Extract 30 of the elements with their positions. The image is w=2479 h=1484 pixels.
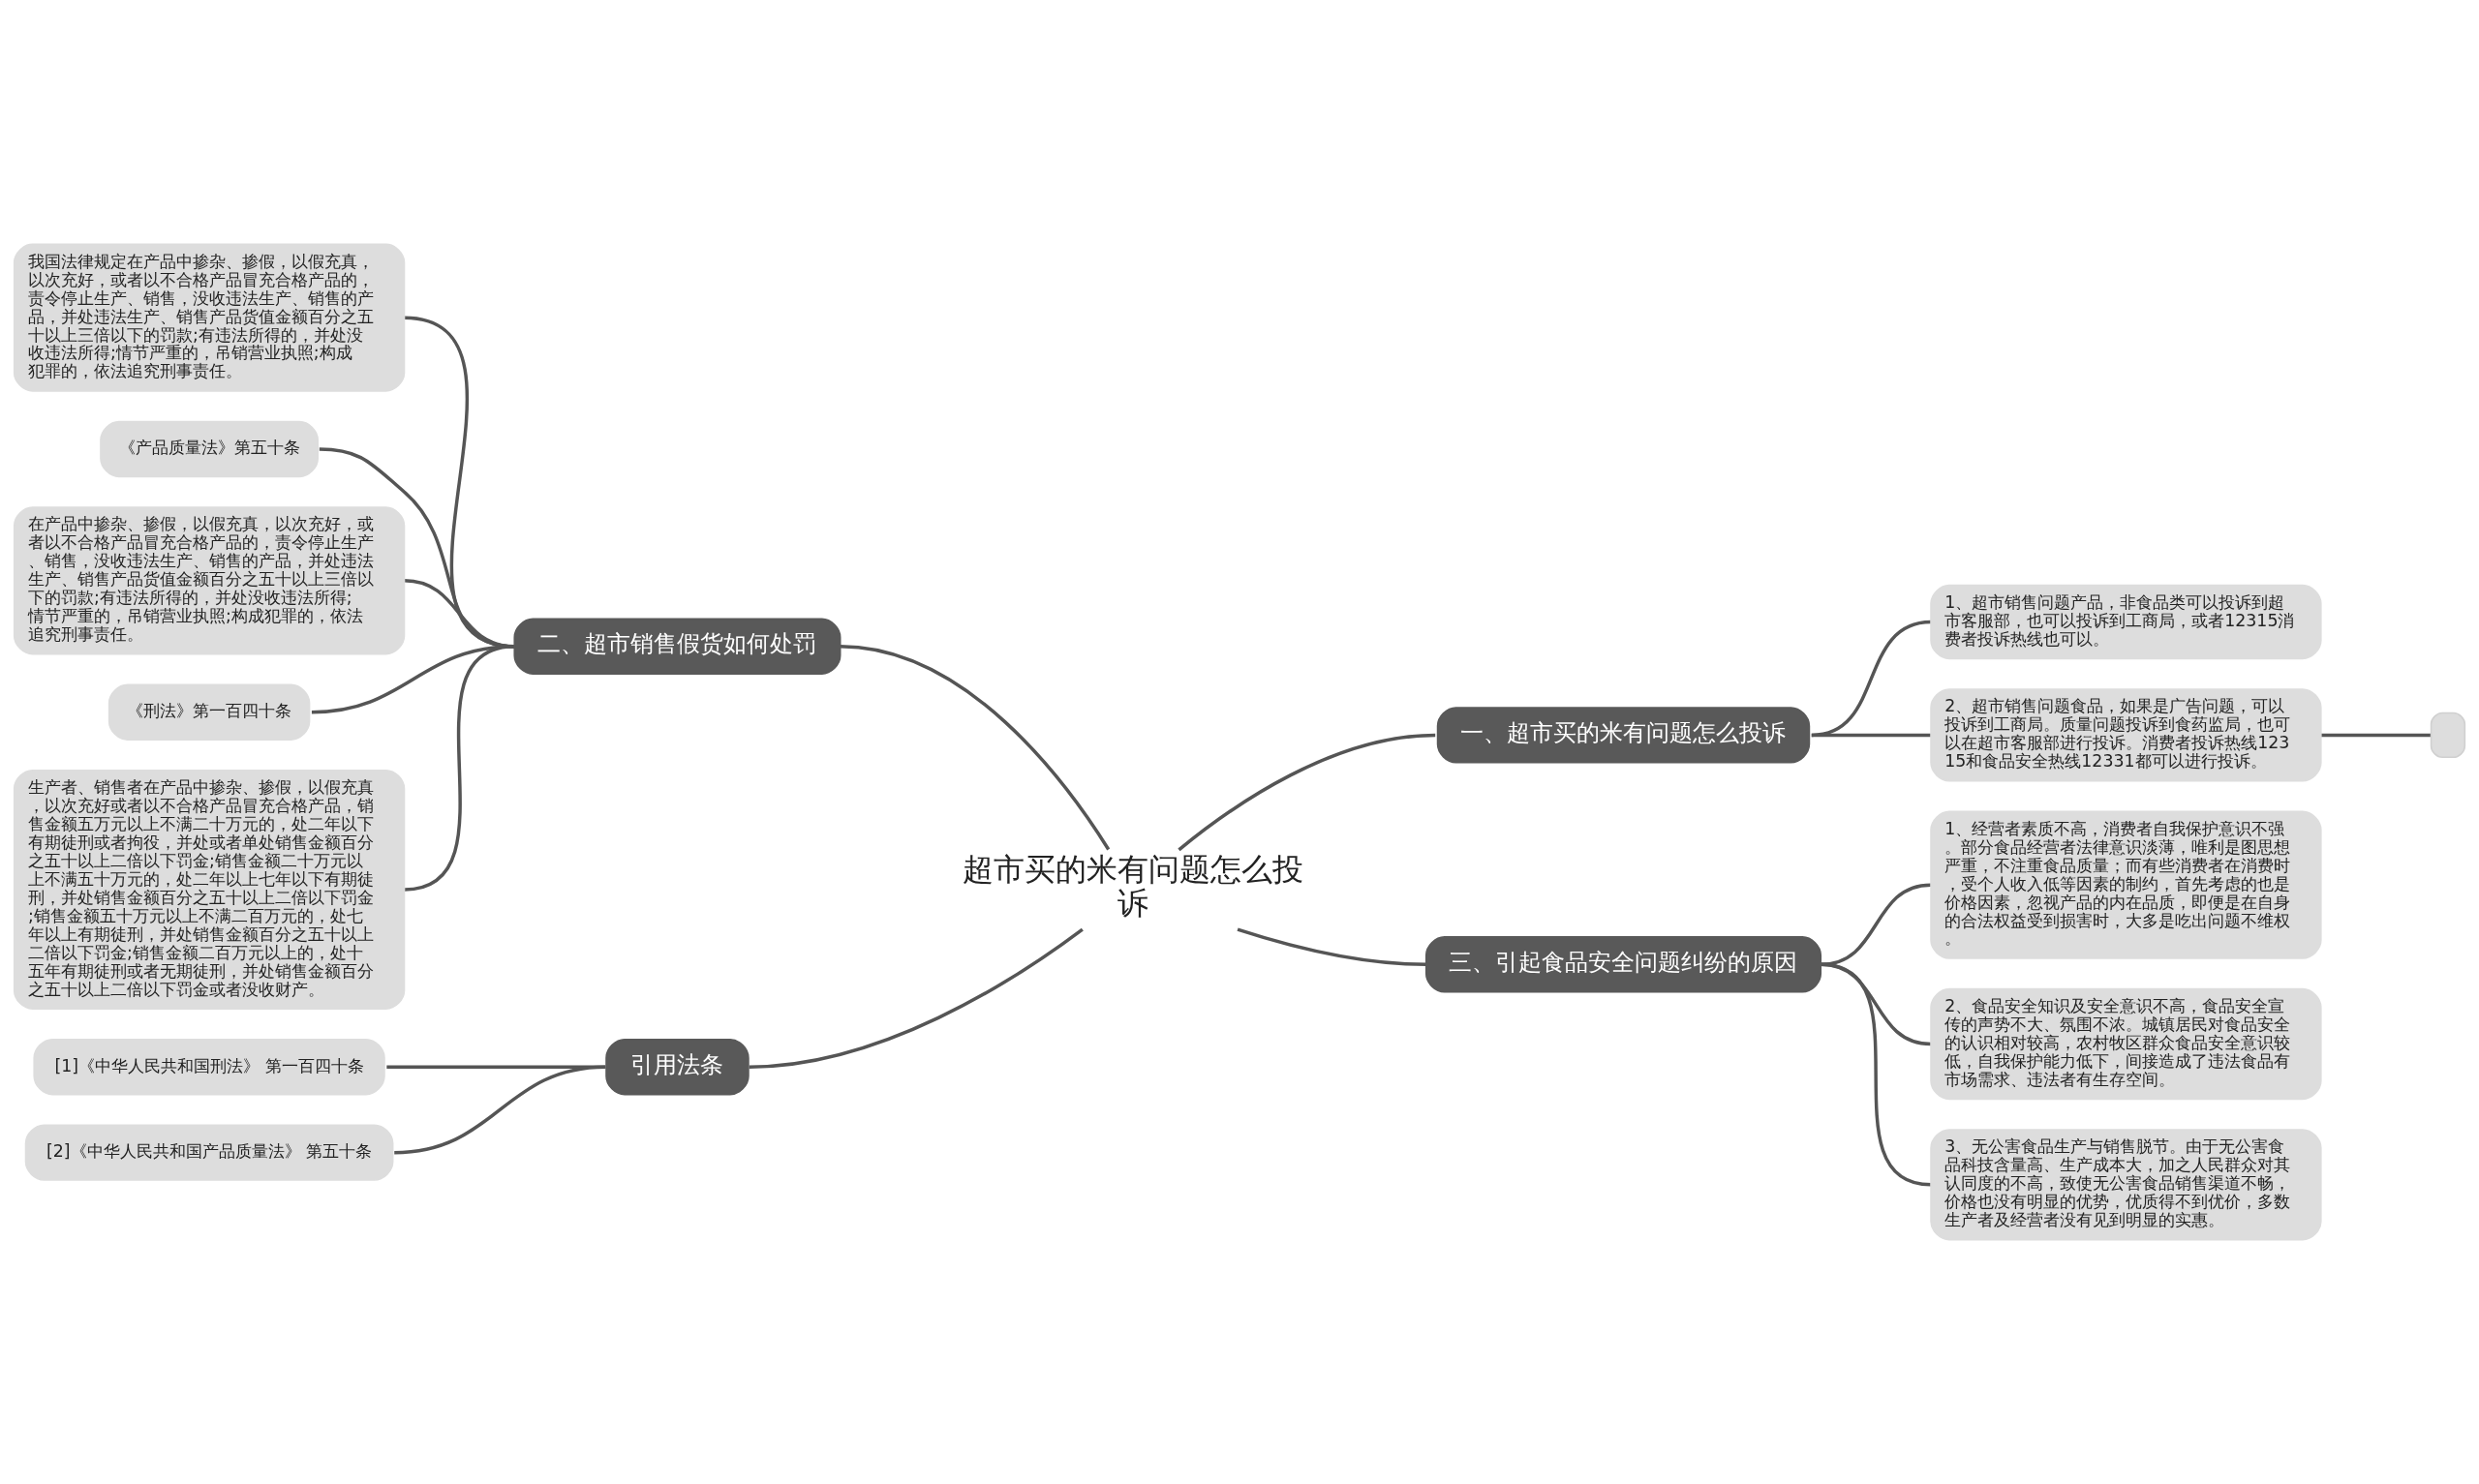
connector bbox=[1237, 927, 1426, 967]
node-box: 1、超市销售问题产品，非食品类可以投诉到超市客服部，也可以投诉到工商局，或者12315消费者投诉热线也可以。 bbox=[1930, 584, 2322, 660]
node-text: 超市买的米有问题怎么投诉 bbox=[963, 852, 1304, 922]
connector bbox=[2320, 733, 2432, 738]
node-box bbox=[2430, 712, 2466, 759]
connector bbox=[749, 927, 1084, 1069]
connector bbox=[394, 1065, 606, 1155]
connector bbox=[1811, 620, 1932, 738]
node-box: 引用法条 bbox=[605, 1038, 750, 1096]
connector bbox=[1178, 733, 1436, 852]
connector bbox=[840, 645, 1111, 851]
node-box: 一、超市买的米有问题怎么投诉 bbox=[1436, 707, 1811, 764]
node-box: 我国法律规定在产品中掺杂、掺假，以假充真，以次充好，或者以不合格产品冒充合格产品的，责令停止生产、销售，没收违法生产、销售的产品，并处违法生产、销售产品货值金额百分之五十以上三倍以下的罚款;有违法所得的，并处没收违法所得;情节严重的，吊销营业执照;构成犯罪的，依法追究刑事责任。 bbox=[13, 243, 406, 392]
connector bbox=[1820, 962, 1932, 1187]
node-box: 2、超市销售问题食品，如果是广告问题，可以投诉到工商局。质量问题投诉到食药监局，也可以在超市客服部进行投诉。消费者投诉热线12315和食品安全热线12331都可以进行投诉。 bbox=[1930, 688, 2322, 782]
connector bbox=[404, 645, 515, 892]
node-box: 3、无公害食品生产与销售脱节。由于无公害食品科技含量高、生产成本大，加之人民群众对其认同度的不高，致使无公害食品销售渠道不畅，价格也没有明显的优势，优质得不到优价，多数生产者及经营者没有见到明显的实惠。 bbox=[1930, 1129, 2322, 1241]
node-box: 二、超市销售假货如何处罚 bbox=[513, 618, 842, 675]
node-box: 1、经营者素质不高，消费者自我保护意识不强。部分食品经营者法律意识淡薄，唯利是图思想严重，不注重食品质量；而有些消费者在消费时，受个人收入低等因素的制约，首先考虑的也是价格因素，忽视产品的内在品质，即便是在自身的合法权益受到损害时，大多是吃出问题不维权。 bbox=[1930, 810, 2322, 959]
node-box: 《刑法》第一百四十条 bbox=[107, 683, 311, 741]
node-box: 《产品质量法》第五十条 bbox=[100, 420, 320, 478]
node-box: 2、食品安全知识及安全意识不高，食品安全宣传的声势不大、氛围不浓。城镇居民对食品安全的认识相对较高，农村牧区群众食品安全意识较低，自我保护能力低下，间接造成了违法食品有市场需求、违法者有生存空间。 bbox=[1930, 987, 2322, 1101]
connector bbox=[1821, 883, 1932, 967]
node-box: [2]《中华人民共和国产品质量法》 第五十条 bbox=[24, 1124, 394, 1181]
node-box: 生产者、销售者在产品中掺杂、掺假，以假充真，以次充好或者以不合格产品冒充合格产品，销售金额五万元以上不满二十万元的，处二年以下有期徒刑或者拘役，并处或者单处销售金额百分之五十以上二倍以下罚金;销售金额二十万元以上不满五十万元的，处二年以上七年以下有期徒刑，并处销售金额百分之五十以上二倍以下罚金;销售金额五十万元以上不满二百万元的，处七年以上有期徒刑，并处销售金额百分之五十以上二倍以下罚金;销售金额二百万元以上的，处十五年有期徒刑或者无期徒刑，并处销售金额百分之五十以上二倍以下罚金或者没收财产。 bbox=[13, 769, 406, 1010]
connector bbox=[1811, 733, 1931, 738]
node-box: [1]《中华人民共和国刑法》 第一百四十条 bbox=[33, 1038, 385, 1096]
connector bbox=[386, 1065, 606, 1069]
node-box: 在产品中掺杂、掺假，以假充真，以次充好，或者以不合格产品冒充合格产品的，责令停止生产、销售，没收违法生产、销售的产品，并处违法生产、销售产品货值金额百分之五十以上三倍以下的罚款;有违法所得的，并处没收违法所得;情节严重的，吊销营业执照;构成犯罪的，依法追究刑事责任。 bbox=[13, 506, 406, 655]
node-box: 三、引起食品安全问题纠纷的原因 bbox=[1424, 936, 1822, 993]
